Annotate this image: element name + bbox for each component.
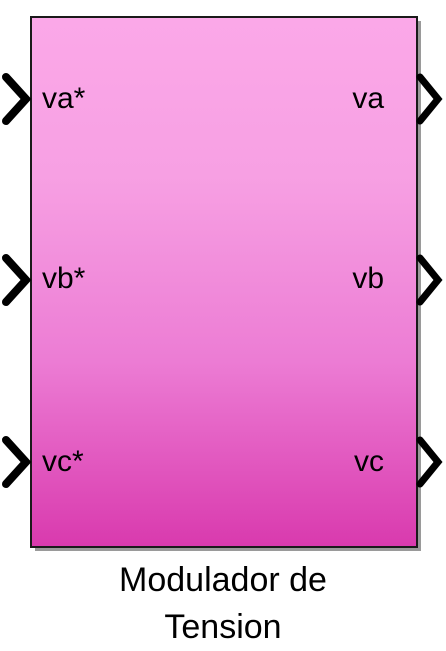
block-name-line2: Tension bbox=[164, 608, 282, 646]
input-label-va: va* bbox=[42, 82, 86, 115]
input-port-arrow-vb[interactable] bbox=[0, 252, 38, 308]
input-label-vb: vb* bbox=[42, 262, 86, 295]
modulador-block[interactable] bbox=[30, 16, 418, 548]
output-label-vc: vc bbox=[354, 445, 384, 478]
input-port-arrow-va[interactable] bbox=[0, 71, 38, 127]
output-port-arrow-vc[interactable] bbox=[414, 434, 446, 490]
block-name-line1: Modulador de bbox=[119, 561, 327, 599]
output-port-arrow-vb[interactable] bbox=[414, 252, 446, 308]
output-port-arrow-va[interactable] bbox=[414, 71, 446, 127]
input-label-vc: vc* bbox=[42, 445, 84, 478]
output-label-va: va bbox=[352, 82, 384, 115]
output-label-vb: vb bbox=[352, 262, 384, 295]
input-port-arrow-vc[interactable] bbox=[0, 434, 38, 490]
